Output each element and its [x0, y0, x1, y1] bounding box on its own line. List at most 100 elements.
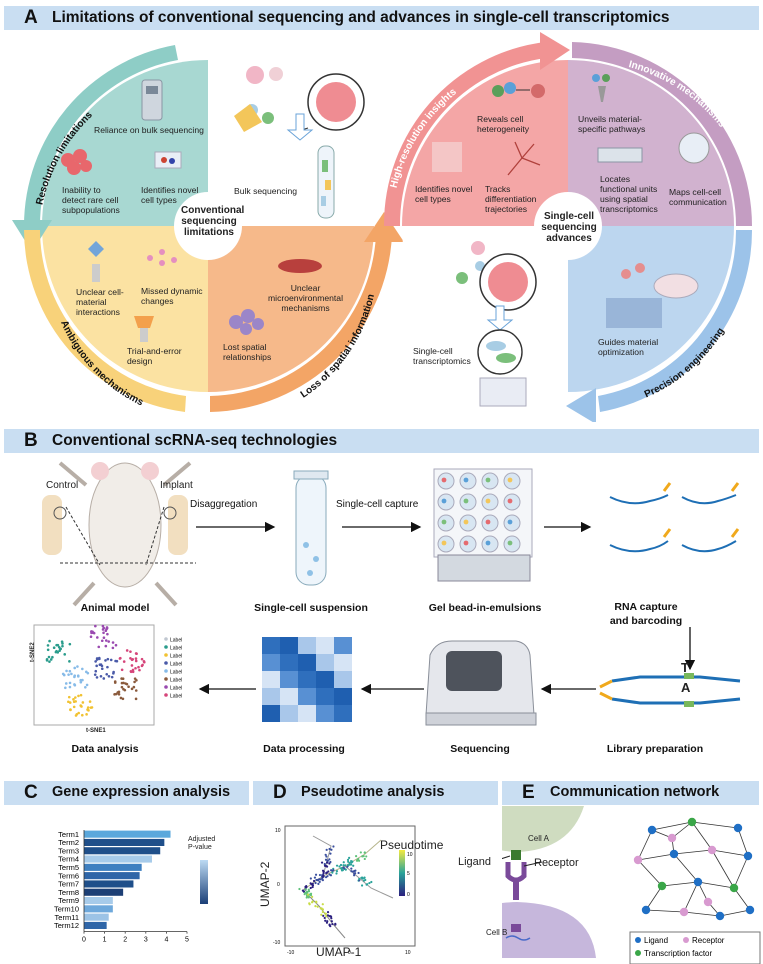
tsne-point: [94, 624, 97, 628]
tsne-point: [104, 644, 108, 648]
heatmap-cell: [298, 705, 316, 722]
legend-ligand: Ligand: [644, 936, 668, 945]
tsne-point: [115, 692, 118, 696]
tsne-point: [132, 685, 136, 689]
ligand-label: Ligand: [458, 856, 492, 868]
umap-point: [331, 922, 334, 926]
teal-reliance: Reliance on bulk sequencing: [94, 125, 204, 135]
tsne-point: [112, 670, 115, 674]
heatmap-cell: [298, 671, 316, 688]
panel-c-title: Gene expression analysis: [52, 784, 231, 800]
heatmap-cell: [316, 637, 334, 654]
umap-point: [309, 882, 312, 885]
tsne-point: [142, 660, 146, 663]
tsne-point: [54, 650, 58, 654]
umap-point: [330, 848, 333, 851]
tsne-point: [137, 665, 140, 669]
bar: [84, 888, 124, 896]
umap-point: [314, 881, 317, 885]
cell-b-label: Cell B: [486, 928, 508, 937]
tsne-point: [55, 643, 59, 647]
ctick-0: 10: [407, 852, 413, 858]
cell-types-icon: [154, 151, 182, 169]
tsne-point: [140, 657, 144, 661]
panel-e-header: E Communication network: [502, 781, 759, 805]
tsne-legend-label: Label: [170, 678, 182, 684]
tsne-point: [85, 670, 88, 674]
panel-c-header: C Gene expression analysis: [4, 781, 249, 805]
tsne-point: [125, 649, 129, 652]
base-a: A: [681, 680, 691, 695]
panel-d-title: Pseudotime analysis: [301, 784, 445, 800]
bar: [84, 847, 161, 855]
umap-point: [362, 855, 365, 858]
suspension-caption: Single-cell suspension: [254, 602, 368, 614]
dynamic-change-icon: [147, 249, 177, 266]
panel-e-letter: E: [522, 782, 535, 803]
sequencer-machine-icon: [425, 640, 537, 726]
tsne-point: [97, 656, 101, 660]
network-edge: [691, 821, 739, 829]
bar: [84, 855, 152, 863]
tsne-point: [97, 645, 101, 649]
sc-cells-icon: [456, 241, 485, 284]
umap-point: [342, 866, 345, 869]
umap-point: [320, 861, 324, 864]
tsne-point: [92, 631, 96, 635]
tsne-point: [107, 640, 111, 643]
x-tick: 4: [164, 937, 168, 944]
base-t: T: [681, 660, 689, 675]
tsne-point: [61, 644, 64, 648]
umap-point: [330, 917, 333, 920]
tf-shape: [511, 924, 521, 932]
tsne-point: [49, 658, 53, 661]
tsne-point: [130, 664, 134, 667]
umap-point: [321, 875, 325, 878]
ctick-2: 0: [407, 892, 410, 898]
tsne-point: [89, 635, 93, 639]
tsne-point: [119, 696, 123, 700]
network-node-receptor: [703, 897, 713, 907]
plate-icon: [479, 377, 527, 407]
tsne-point: [95, 664, 98, 668]
tsne-point: [133, 680, 136, 684]
tsne-point: [130, 658, 134, 662]
bar-category: Term3: [58, 846, 79, 855]
umap-point: [364, 878, 367, 882]
heatmap-cell: [316, 671, 334, 688]
heatmap-cell: [262, 688, 280, 705]
network-node-tf: [657, 881, 667, 891]
umap-point: [318, 873, 322, 877]
purple-unveils: Unveils material-specific pathways: [578, 114, 646, 134]
tsne-point: [102, 636, 106, 640]
legend-ligand-dot: [635, 937, 641, 943]
network-legend-box: [629, 931, 761, 964]
umap-point: [318, 880, 321, 884]
tsne-point: [138, 668, 141, 672]
umap-point: [298, 887, 301, 891]
tsne-point: [111, 646, 115, 650]
umap-point: [338, 865, 341, 868]
network-edge: [651, 821, 693, 831]
tsne-point: [131, 668, 135, 672]
bar: [84, 913, 109, 921]
network-node-ligand: [733, 823, 743, 833]
tsne-point: [76, 675, 80, 678]
umap-point: [320, 913, 323, 916]
tsne-point: [68, 669, 72, 673]
tsne-point: [96, 636, 99, 639]
trajectory-line: [302, 889, 346, 939]
ytick-0: 10: [275, 828, 281, 834]
heatmap-cell: [334, 688, 352, 705]
network-edge: [737, 827, 749, 857]
umap-point: [329, 852, 332, 855]
umap-point: [325, 921, 329, 924]
heatmap-cell: [262, 637, 280, 654]
network-edge: [733, 855, 749, 889]
umap-point: [326, 875, 329, 878]
pseudotime-label: Pseudotime: [380, 838, 444, 852]
